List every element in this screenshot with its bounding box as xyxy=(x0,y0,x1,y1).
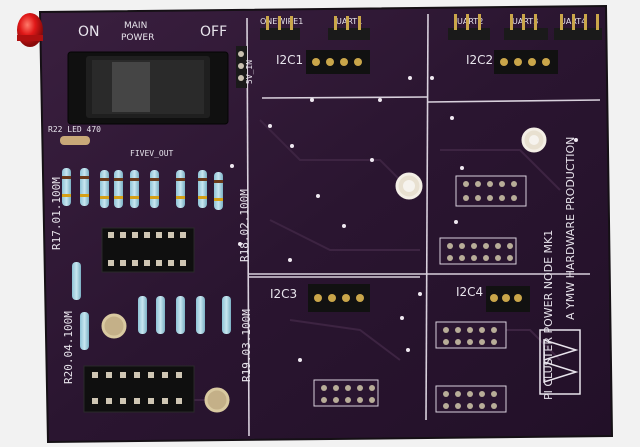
vias xyxy=(230,76,578,362)
main-power-switch[interactable] xyxy=(67,51,229,125)
i2c2-header xyxy=(494,50,558,74)
ic-socket-bottom xyxy=(83,365,195,413)
r18-label: R18.02.100M xyxy=(238,189,251,262)
resistor-array xyxy=(60,136,231,350)
uart3-header xyxy=(504,14,548,40)
r22-label: R22 LED 470 xyxy=(48,125,101,134)
fivev-in-header xyxy=(236,46,247,88)
onewire1-label: ONEWIRE1 xyxy=(260,17,303,26)
r17-label: R17.01.100M xyxy=(50,177,63,250)
uart3-label: UART3 xyxy=(512,17,538,26)
silkscreen-grid xyxy=(246,13,601,437)
ic-socket-top xyxy=(101,227,195,273)
r19-label: R19.03.100M xyxy=(240,309,253,382)
switch-power-label: POWER xyxy=(121,33,154,43)
switch-off-label: OFF xyxy=(200,24,227,40)
fivev-in-label: 5V_IN xyxy=(245,60,254,84)
i2c4-header xyxy=(486,286,530,312)
uart4-header xyxy=(554,14,602,40)
mounting-holes xyxy=(101,127,547,413)
i2c2-label: I2C2 xyxy=(466,53,493,67)
r20-label: R20.04.100M xyxy=(62,311,75,384)
fivev-out-label: FIVEV_OUT xyxy=(130,149,174,158)
uart1-label: UART1 xyxy=(336,17,362,26)
i2c3-header xyxy=(308,284,370,312)
uart2-header xyxy=(448,14,490,40)
i2c1-header xyxy=(306,50,370,74)
i2c4-label: I2C4 xyxy=(456,285,483,299)
switch-main-label: MAIN xyxy=(124,21,147,31)
i2c1-label: I2C1 xyxy=(276,53,303,67)
board-subtitle: A YMW HARDWARE PRODUCTION xyxy=(564,137,577,320)
uart1-header xyxy=(328,16,370,40)
uart2-label: UART2 xyxy=(457,17,483,26)
power-led xyxy=(17,13,43,47)
i2c3-label: I2C3 xyxy=(270,287,297,301)
switch-on-label: ON xyxy=(78,24,100,40)
pin-header-blocks xyxy=(313,175,527,413)
onewire1-header xyxy=(260,16,300,40)
ymw-logo xyxy=(539,329,581,395)
